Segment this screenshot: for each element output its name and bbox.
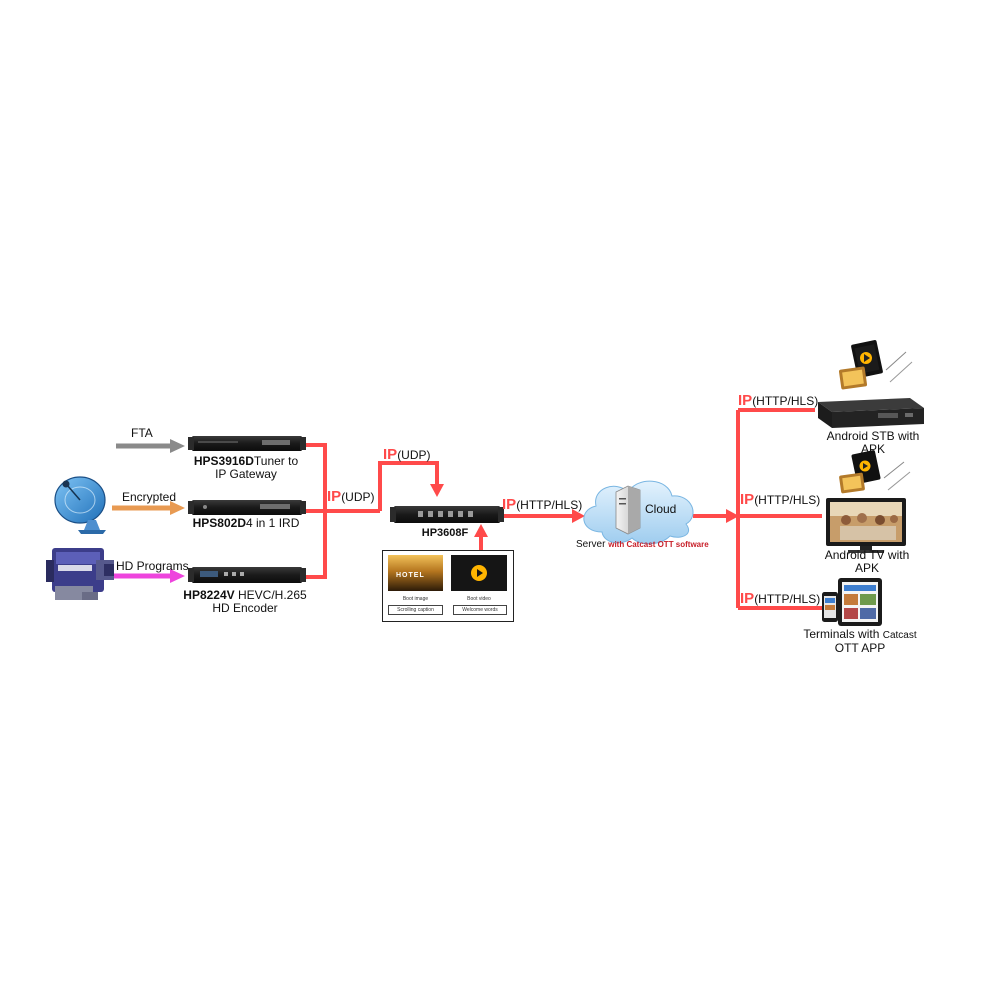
- ip-udp-bus-lines: [302, 443, 439, 579]
- terminals-label-prefix: Terminals with: [803, 627, 883, 641]
- udp-text: (UDP): [341, 490, 375, 504]
- hd-programs-input-arrow: [110, 569, 185, 583]
- stb-tablet-icons: [838, 340, 913, 390]
- ird-desc: 4 in 1 IRD: [246, 516, 300, 530]
- ip-text: IP: [502, 496, 517, 513]
- ird-label: HPS802D4 in 1 IRD: [186, 517, 306, 530]
- gateway-desc-2: IP Gateway: [215, 467, 277, 481]
- tv-tablet-icons: [839, 450, 911, 494]
- encoder-desc-1: HEVC/H.265: [238, 588, 307, 602]
- boot-image-thumbnail: HOTEL: [388, 555, 443, 591]
- boot-video-label: Boot video: [467, 596, 491, 602]
- tv-label-line-1: Android TV with: [824, 548, 910, 562]
- boot-video-thumbnail: [451, 555, 507, 591]
- gateway-label: HPS3916DTuner to IP Gateway: [186, 455, 306, 481]
- encoder-model: HP8224V: [183, 588, 235, 602]
- ip-text: IP: [383, 446, 398, 463]
- server-label: Server: [576, 539, 606, 550]
- tv-label: Android TV with APK: [802, 549, 932, 575]
- phone-icon: [822, 592, 838, 622]
- gateway-desc-1: Tuner to: [253, 454, 299, 468]
- tv-label-line-2: APK: [854, 561, 879, 575]
- http-hls-text: (HTTP/HLS): [752, 394, 819, 408]
- ip-http-hls-label-mux: IP(HTTP/HLS): [502, 496, 583, 513]
- scrolling-caption-label: Scrolling caption: [388, 605, 443, 615]
- udp-text: (UDP): [397, 448, 431, 462]
- satellite-dish-icon: [54, 476, 106, 534]
- ip-http-hls-label-tv: IP(HTTP/HLS): [740, 491, 821, 508]
- ip-http-hls-label-terminals: IP(HTTP/HLS): [740, 590, 821, 607]
- hotel-sign: HOTEL: [396, 572, 425, 579]
- cloud-label: Cloud: [645, 502, 677, 516]
- android-stb-icon: [818, 398, 924, 428]
- gateway-device-icon: [188, 436, 306, 451]
- http-hls-text: (HTTP/HLS): [754, 493, 821, 507]
- encrypted-label: Encrypted: [122, 490, 177, 504]
- mux-label: HP3608F: [421, 527, 469, 539]
- encrypted-input-arrow: [112, 501, 185, 515]
- hd-programs-label: HD Programs: [116, 559, 189, 573]
- ad-panel-to-mux-arrow: [474, 524, 488, 552]
- fta-label: FTA: [131, 426, 153, 440]
- android-tv-icon: [826, 498, 906, 553]
- cloud-output-arrowhead: [726, 509, 739, 523]
- encoder-device-icon: [188, 567, 306, 583]
- distribution-lines: [693, 408, 822, 610]
- boot-image-label: Boot image: [402, 596, 429, 602]
- ird-device-icon: [188, 500, 306, 515]
- fta-input-arrow: [116, 439, 185, 453]
- ip-text: IP: [327, 488, 342, 505]
- ird-model: HPS802D: [192, 516, 246, 530]
- ip-udp-label-1: IP(UDP): [327, 488, 375, 505]
- welcome-words-label: Welcome words: [453, 605, 507, 615]
- http-hls-text: (HTTP/HLS): [516, 498, 583, 512]
- encoder-desc-2: HD Encoder: [212, 601, 278, 615]
- terminals-label-line-2: OTT APP: [834, 641, 886, 655]
- ip-text: IP: [740, 590, 755, 607]
- catcast-software-label: with Catcast OTT software: [608, 540, 709, 549]
- mux-input-arrowhead: [430, 484, 444, 497]
- mux-device-icon: [390, 506, 504, 523]
- ad-insertion-panel: HOTEL Boot image Boot video Scrolling ca…: [382, 550, 514, 622]
- stb-label-line-1: Android STB with: [826, 429, 920, 443]
- ip-text: IP: [740, 491, 755, 508]
- encoder-label: HP8224V HEVC/H.265 HD Encoder: [180, 589, 310, 615]
- ip-udp-label-2: IP(UDP): [383, 446, 431, 463]
- terminals-label-brand: Catcast: [882, 630, 917, 641]
- terminals-label: Terminals with Catcast OTT APP: [790, 628, 930, 655]
- mux-to-cloud-arrow: [503, 509, 585, 523]
- stb-label-line-2: APK: [860, 442, 885, 456]
- http-hls-text: (HTTP/HLS): [754, 592, 821, 606]
- stb-label: Android STB with APK: [808, 430, 938, 456]
- ip-text: IP: [738, 392, 753, 409]
- tablet-icon: [838, 578, 882, 626]
- cloud-server-caption: Server with Catcast OTT software: [576, 538, 709, 551]
- gateway-model: HPS3916D: [193, 454, 254, 468]
- camcorder-icon: [46, 548, 114, 600]
- ip-http-hls-label-stb: IP(HTTP/HLS): [738, 392, 819, 409]
- server-tower-icon: [615, 485, 641, 535]
